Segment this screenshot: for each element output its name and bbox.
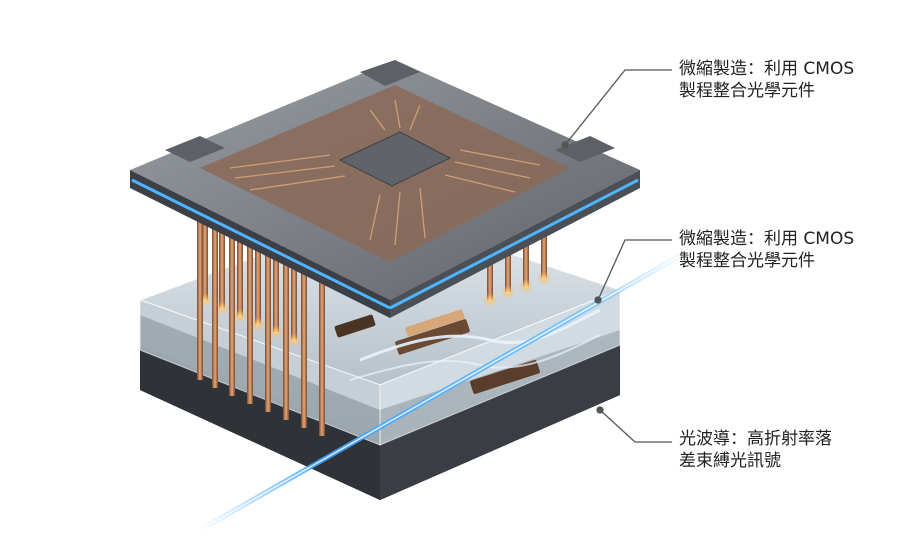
leader-dot-top [561, 141, 569, 149]
copper-pillar [212, 212, 218, 388]
pillar-glow [519, 279, 533, 293]
leader-line-mid [597, 239, 672, 301]
pillar-glow [287, 333, 301, 347]
pillar-glow [483, 293, 497, 307]
callout-bottom-line1: 光波導：高折射率落 [679, 429, 832, 449]
copper-pillar [255, 214, 261, 324]
copper-pillar [219, 201, 225, 308]
copper-pillar [202, 195, 208, 300]
copper-pillar [505, 243, 511, 292]
leader-dot-mid [594, 296, 602, 304]
pillar-glow [269, 325, 283, 339]
optical-components [334, 308, 601, 394]
copper-pillar [541, 229, 547, 278]
callout-mid-line2: 製程整合光學元件 [679, 251, 815, 271]
pillar-glow [537, 271, 551, 285]
cmos-chip [130, 60, 640, 318]
copper-pillar [229, 218, 235, 396]
light-beam [198, 247, 692, 533]
pillar-glow [233, 309, 247, 323]
pillar-glow [251, 317, 265, 331]
callout-cmos-top: 微縮製造：利用 CMOS 製程整合光學元件 [679, 58, 854, 102]
leader-lines [561, 69, 672, 443]
callout-mid-line1: 微縮製造：利用 CMOS [679, 229, 855, 249]
copper-pillar [273, 220, 279, 332]
copper-pillar [291, 226, 297, 340]
pillar-glow [215, 301, 229, 315]
callout-cmos-middle: 微縮製造：利用 CMOS 製程整合光學元件 [679, 228, 854, 272]
copper-pillar [197, 205, 203, 380]
copper-pillar [301, 244, 307, 428]
copper-pillar [265, 232, 271, 412]
callout-waveguide: 光波導：高折射率落 差束縛光訊號 [679, 428, 832, 472]
callout-bottom-line2: 差束縛光訊號 [679, 451, 781, 471]
callout-top-line2: 製程整合光學元件 [679, 81, 815, 101]
leader-line-bottom [599, 409, 672, 443]
copper-pillars [197, 195, 551, 436]
leader-line-top [564, 69, 672, 146]
copper-pillar [237, 208, 243, 316]
callout-top-line1: 微縮製造：利用 CMOS [679, 59, 855, 79]
copper-pillar [283, 238, 289, 420]
pillar-glow [501, 285, 515, 299]
copper-pillar [523, 236, 529, 286]
leader-dot-bottom [596, 406, 604, 414]
copper-pillar [487, 250, 493, 300]
copper-pillar [247, 225, 253, 404]
copper-pillar [319, 250, 325, 436]
